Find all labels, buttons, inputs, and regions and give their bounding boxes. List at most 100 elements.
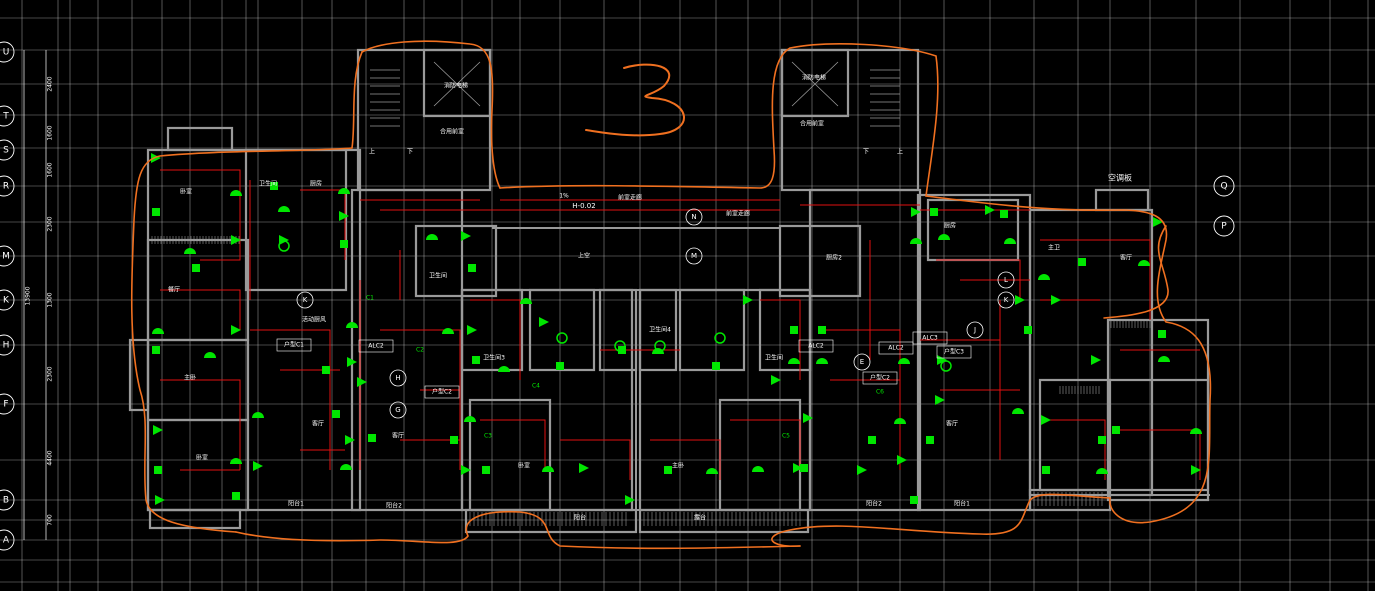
room-label: 主卧 — [184, 374, 196, 382]
circuit-label: C2 — [416, 347, 424, 354]
handdrawn-markup: 3 — [130, 40, 1212, 550]
device-ceiling-light — [278, 240, 290, 252]
device-outlet — [911, 207, 921, 217]
device-light — [752, 466, 764, 472]
grid-bubble — [685, 247, 703, 265]
device-light — [426, 234, 438, 240]
device-ceiling-light — [654, 340, 666, 352]
device-light — [1012, 408, 1024, 414]
device-outlet — [345, 435, 355, 445]
grid-label: S — [3, 146, 9, 156]
room-kitchen2-right — [778, 224, 862, 298]
device-light — [1004, 238, 1016, 244]
room-label: 客厅 — [1120, 254, 1132, 262]
device-switch — [472, 356, 480, 364]
elevator-left — [422, 48, 492, 118]
room-label: 餐厅 — [168, 286, 180, 294]
grid-label: M — [691, 252, 697, 260]
label-stair-down: 下 — [863, 149, 869, 156]
device-outlet — [937, 355, 947, 365]
balcony-mid-l — [464, 508, 638, 534]
grid-bubble — [0, 175, 15, 197]
device-light — [788, 358, 800, 364]
device-outlet — [153, 425, 163, 435]
panel-label: 户型C3 — [944, 348, 964, 356]
device-light — [340, 464, 352, 470]
circuit-label: C6 — [876, 389, 884, 396]
device-light — [204, 352, 216, 358]
circuit-wire — [380, 329, 461, 470]
grid-label: P — [1221, 222, 1227, 232]
room-label: 卫生间 — [429, 272, 447, 280]
panel-box — [862, 371, 898, 385]
dimension-value: 700 — [47, 514, 54, 526]
electrical-devices — [151, 153, 1202, 505]
device-outlet — [1041, 415, 1051, 425]
device-outlet — [743, 295, 753, 305]
room-label: 卧室 — [180, 188, 192, 196]
device-outlet — [231, 235, 241, 245]
circuit-label: C1 — [366, 295, 374, 302]
room-label: 卫生间 — [765, 354, 783, 362]
circuit-wire — [1050, 419, 1106, 480]
grid-label: R — [3, 182, 9, 192]
device-switch — [322, 366, 330, 374]
device-light — [706, 468, 718, 474]
device-switch — [152, 346, 160, 354]
room-label: 卧室 — [518, 462, 530, 470]
label-front-room: 合用前室 — [440, 128, 464, 136]
markup-outline — [235, 510, 801, 550]
dimension-value: 2300 — [47, 216, 54, 231]
circuit-label: C4 — [532, 383, 540, 390]
circuit-label: C5 — [782, 433, 790, 440]
room-label: 厨房 — [310, 180, 322, 188]
grid-label: J — [973, 326, 976, 334]
device-switch — [450, 436, 458, 444]
room-label: 厨房 — [944, 222, 956, 230]
circuit-wire — [160, 379, 241, 470]
device-outlet — [579, 463, 589, 473]
device-switch — [192, 264, 200, 272]
electrical-wiring — [160, 169, 1201, 480]
panel-box — [358, 339, 394, 353]
panel-box — [276, 338, 312, 352]
label-stair-up: 上 — [369, 148, 375, 156]
markup-outline — [499, 43, 939, 197]
room-label: 主卫 — [1048, 244, 1060, 252]
dimension-value: 1600 — [47, 125, 54, 140]
device-switch — [1098, 436, 1106, 444]
wall-lines — [128, 48, 1210, 534]
panel-box — [936, 345, 972, 359]
markup-number-3 — [585, 63, 685, 137]
dimension-value: 1600 — [47, 162, 54, 177]
room-master-right — [1106, 378, 1210, 492]
device-switch — [556, 362, 564, 370]
device-switch — [1024, 326, 1032, 334]
device-switch — [468, 264, 476, 272]
device-switch — [1042, 466, 1050, 474]
panel-box — [912, 331, 948, 345]
grid-bubble — [997, 271, 1015, 289]
device-outlet — [347, 357, 357, 367]
balcony-mid-r — [638, 508, 810, 534]
markup-outline — [130, 147, 353, 533]
label-stair-up: 上 — [897, 148, 903, 156]
panel-label: ALC2 — [368, 343, 384, 350]
device-outlet — [1091, 355, 1101, 365]
grid-bubble — [389, 369, 407, 387]
device-light — [520, 298, 532, 304]
markup-outline — [361, 40, 501, 189]
device-switch — [1158, 330, 1166, 338]
device-outlet — [151, 153, 161, 163]
grid-label: H — [395, 374, 400, 382]
device-switch — [1000, 210, 1008, 218]
device-outlet — [803, 413, 813, 423]
room-label: 客厅 — [392, 432, 404, 440]
grid-bubble — [0, 41, 15, 63]
device-light — [1038, 274, 1050, 280]
device-outlet — [467, 325, 477, 335]
panel-box — [798, 339, 834, 353]
grid-bubble — [1213, 175, 1235, 197]
grid-label: B — [3, 496, 9, 506]
